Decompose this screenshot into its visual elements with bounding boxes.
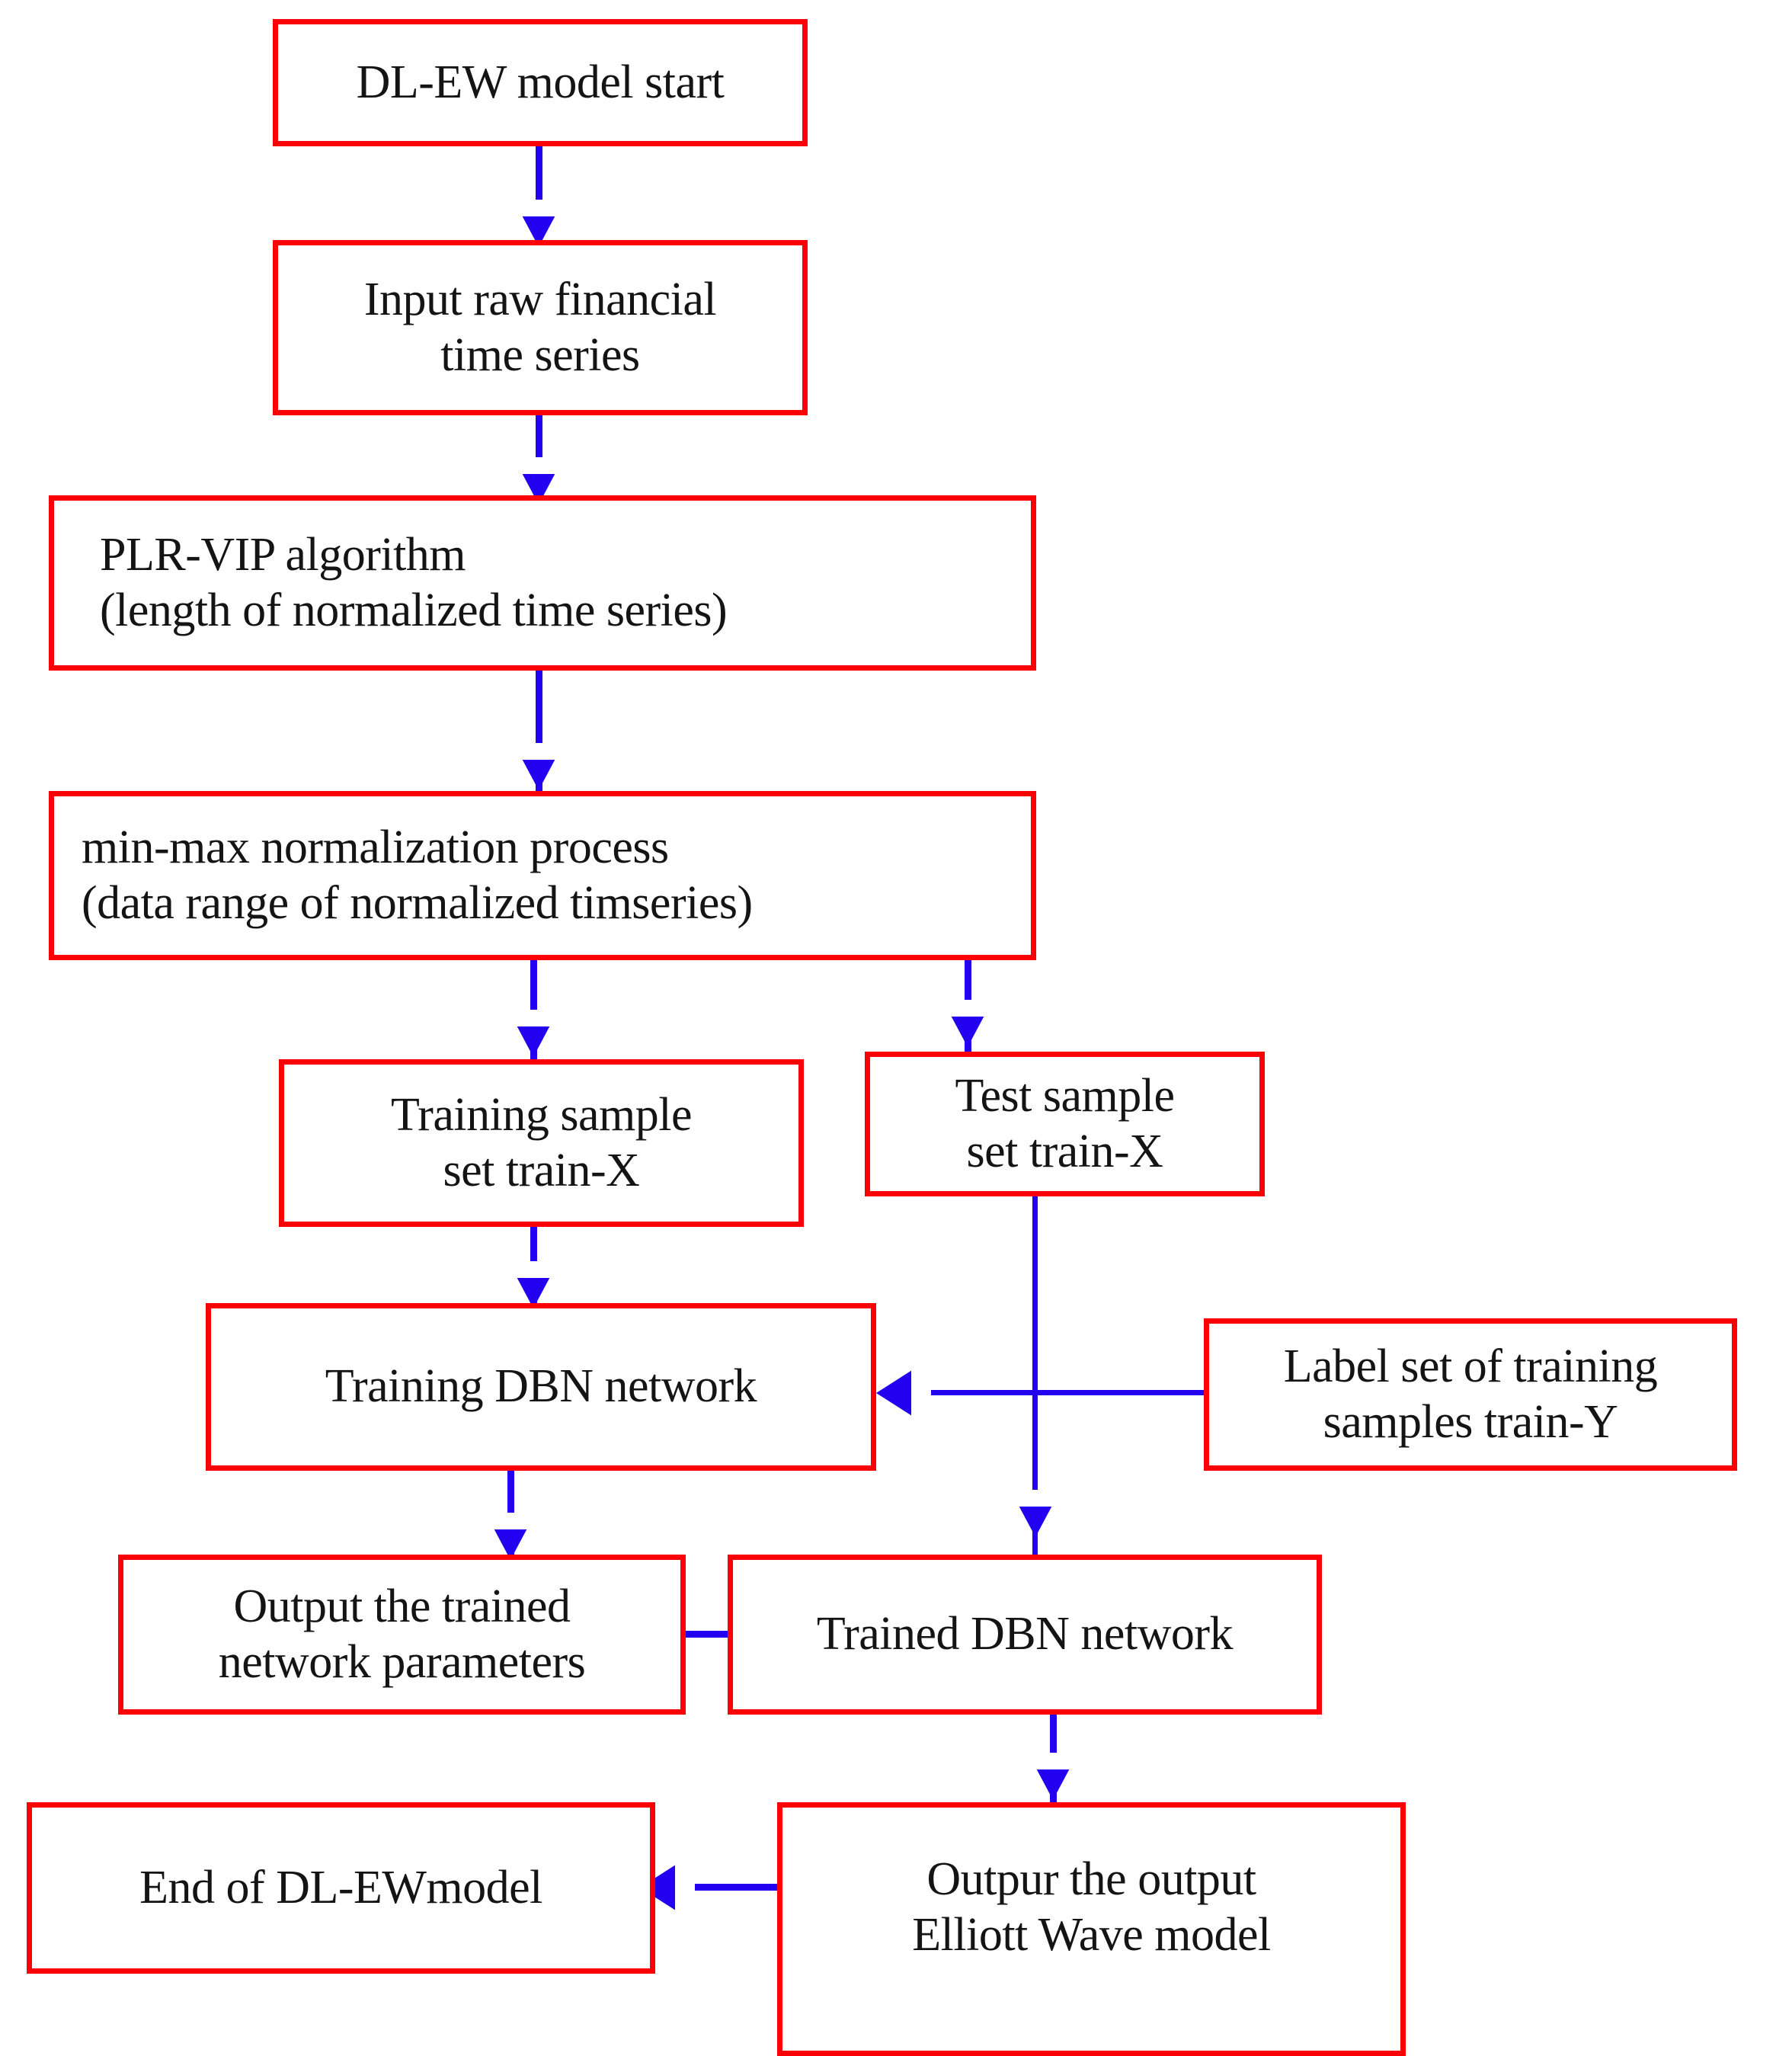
edge-start-to-input-line bbox=[536, 146, 542, 223]
edge-labelset-to-dbn-line bbox=[926, 1390, 1208, 1395]
edge-minmax-to-testsample-barb bbox=[942, 1000, 993, 1017]
node-trained-dbn[interactable]: Trained DBN network bbox=[728, 1555, 1322, 1715]
edge-start-to-input-barb bbox=[514, 200, 564, 216]
node-end[interactable]: End of DL-EWmodel bbox=[27, 1802, 655, 1974]
node-input-series-label: Input raw financial time series bbox=[363, 273, 717, 381]
edge-dbn-to-outputparams-barb bbox=[485, 1513, 536, 1529]
edge-traineddbn-to-elliott-barb bbox=[1028, 1753, 1078, 1769]
node-training-dbn[interactable]: Training DBN network bbox=[206, 1303, 876, 1471]
edge-labelset-to-dbn-barb bbox=[911, 1358, 931, 1428]
node-input-series[interactable]: Input raw financial time series bbox=[273, 240, 808, 415]
node-label-set[interactable]: Label set of training samples train-Y bbox=[1204, 1318, 1737, 1471]
node-plr-vip-label: PLR-VIP algorithm (length of normalized … bbox=[100, 528, 728, 636]
node-start-label: DL-EW model start bbox=[356, 56, 725, 108]
edge-outputparams-to-traineddbn-link bbox=[680, 1631, 734, 1638]
node-train-sample-label: Training sample set train-X bbox=[391, 1088, 692, 1196]
edge-trainsample-to-dbn-barb bbox=[508, 1261, 558, 1278]
edge-input-to-plr-barb bbox=[514, 457, 564, 474]
node-start[interactable]: DL-EW model start bbox=[273, 19, 808, 146]
node-output-params-label: Output the trained network parameters bbox=[218, 1580, 586, 1688]
node-min-max-label: min-max normalization process (data rang… bbox=[82, 821, 753, 929]
node-end-label: End of DL-EWmodel bbox=[139, 1861, 542, 1913]
node-train-sample[interactable]: Training sample set train-X bbox=[279, 1059, 804, 1227]
node-output-elliott-label: Outpur the output Elliott Wave model bbox=[912, 1853, 1271, 1962]
node-test-sample-label: Test sample set train-X bbox=[955, 1069, 1175, 1177]
node-label-set-label: Label set of training samples train-Y bbox=[1283, 1340, 1658, 1448]
node-output-elliott[interactable]: Outpur the output Elliott Wave model bbox=[777, 1802, 1406, 2056]
node-output-params[interactable]: Output the trained network parameters bbox=[118, 1555, 686, 1715]
node-training-dbn-label: Training DBN network bbox=[325, 1360, 757, 1413]
edge-input-to-plr-line bbox=[536, 415, 542, 485]
node-min-max[interactable]: min-max normalization process (data rang… bbox=[49, 791, 1036, 960]
node-plr-vip[interactable]: PLR-VIP algorithm (length of normalized … bbox=[49, 495, 1036, 671]
node-trained-dbn-label: Trained DBN network bbox=[816, 1608, 1234, 1660]
edge-testsample-to-traineddbn-line bbox=[1032, 1196, 1038, 1562]
edge-plr-to-minmax-line bbox=[536, 671, 542, 799]
edge-plr-to-minmax-barb bbox=[514, 743, 564, 760]
edge-minmax-to-trainsample-barb bbox=[508, 1010, 558, 1026]
node-test-sample[interactable]: Test sample set train-X bbox=[865, 1052, 1265, 1196]
edge-testsample-to-traineddbn-barb bbox=[1010, 1490, 1061, 1507]
edge-elliott-to-end-line bbox=[690, 1884, 781, 1891]
edge-elliott-to-end-barb bbox=[675, 1853, 695, 1923]
